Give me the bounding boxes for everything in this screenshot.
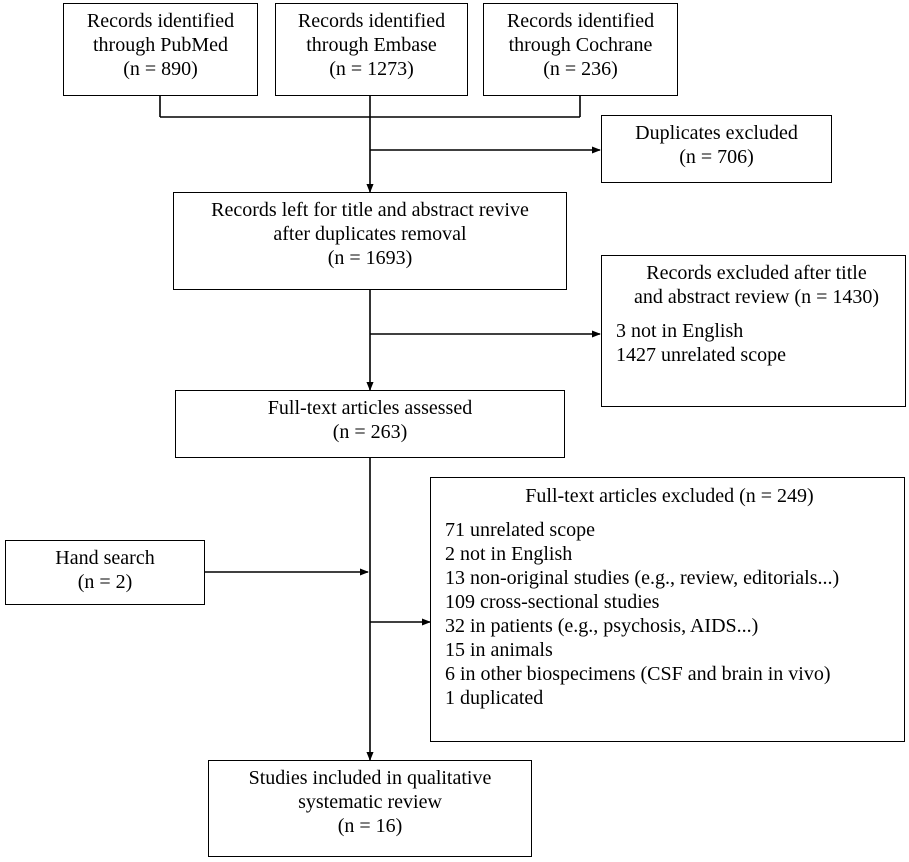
dedup-count: (n = 1693) <box>327 247 413 269</box>
dedup-line2: after duplicates removal <box>273 223 467 245</box>
duplicates-label: Duplicates excluded <box>635 122 798 144</box>
fulltext-assessed-box: Full-text articles assessed (n = 263) <box>175 390 565 458</box>
fulltext-count: (n = 263) <box>332 421 408 443</box>
source-pubmed-count: (n = 890) <box>123 58 198 80</box>
fulltext-excluded-item: 1 duplicated <box>445 687 544 709</box>
fulltext-excluded-title: Full-text articles excluded (n = 249) <box>525 485 814 507</box>
title-excluded-line2: and abstract review (n = 1430) <box>633 286 880 308</box>
fulltext-excluded-item: 2 not in English <box>445 543 573 565</box>
included-line2: systematic review <box>298 791 442 813</box>
fulltext-excluded-item: 32 in patients (e.g., psychosis, AIDS...… <box>445 615 759 637</box>
source-pubmed-line1: Records identified <box>86 10 235 32</box>
fulltext-excluded-item: 6 in other biospecimens (CSF and brain i… <box>445 663 831 685</box>
fulltext-excluded-item: 13 non-original studies (e.g., review, e… <box>445 567 840 589</box>
fulltext-excluded-item: 109 cross-sectional studies <box>445 591 660 613</box>
spacer <box>616 309 897 319</box>
records-after-dedup-box: Records left for title and abstract revi… <box>173 192 567 290</box>
source-cochrane-line2: through Cochrane <box>508 34 653 56</box>
title-excluded-line1: Records excluded after title <box>646 262 867 284</box>
source-cochrane-line1: Records identified <box>506 10 655 32</box>
source-embase-line2: through Embase <box>306 34 437 56</box>
fulltext-excluded-box: Full-text articles excluded (n = 249) 71… <box>430 477 905 742</box>
spacer <box>445 508 894 518</box>
dedup-line1: Records left for title and abstract revi… <box>211 199 529 221</box>
title-abstract-excluded-box: Records excluded after title and abstrac… <box>601 255 906 407</box>
included-count: (n = 16) <box>337 815 403 837</box>
duplicates-count: (n = 706) <box>679 146 754 168</box>
source-embase-count: (n = 1273) <box>329 58 414 80</box>
studies-included-box: Studies included in qualitative systemat… <box>208 760 532 857</box>
source-box-embase: Records identified through Embase (n = 1… <box>275 3 468 96</box>
hand-search-label: Hand search <box>55 547 155 569</box>
fulltext-excluded-item: 71 unrelated scope <box>445 519 595 541</box>
hand-search-count: (n = 2) <box>77 571 133 593</box>
source-box-cochrane: Records identified through Cochrane (n =… <box>483 3 678 96</box>
fulltext-label: Full-text articles assessed <box>267 397 473 419</box>
source-cochrane-count: (n = 236) <box>543 58 618 80</box>
hand-search-box: Hand search (n = 2) <box>5 540 205 605</box>
duplicates-excluded-box: Duplicates excluded (n = 706) <box>601 115 832 183</box>
title-excluded-item: 1427 unrelated scope <box>616 344 786 366</box>
title-excluded-item: 3 not in English <box>616 320 744 342</box>
source-pubmed-line2: through PubMed <box>93 34 228 56</box>
source-embase-line1: Records identified <box>297 10 446 32</box>
included-line1: Studies included in qualitative <box>248 767 492 789</box>
fulltext-excluded-item: 15 in animals <box>445 639 553 661</box>
source-box-pubmed: Records identified through PubMed (n = 8… <box>63 3 258 96</box>
